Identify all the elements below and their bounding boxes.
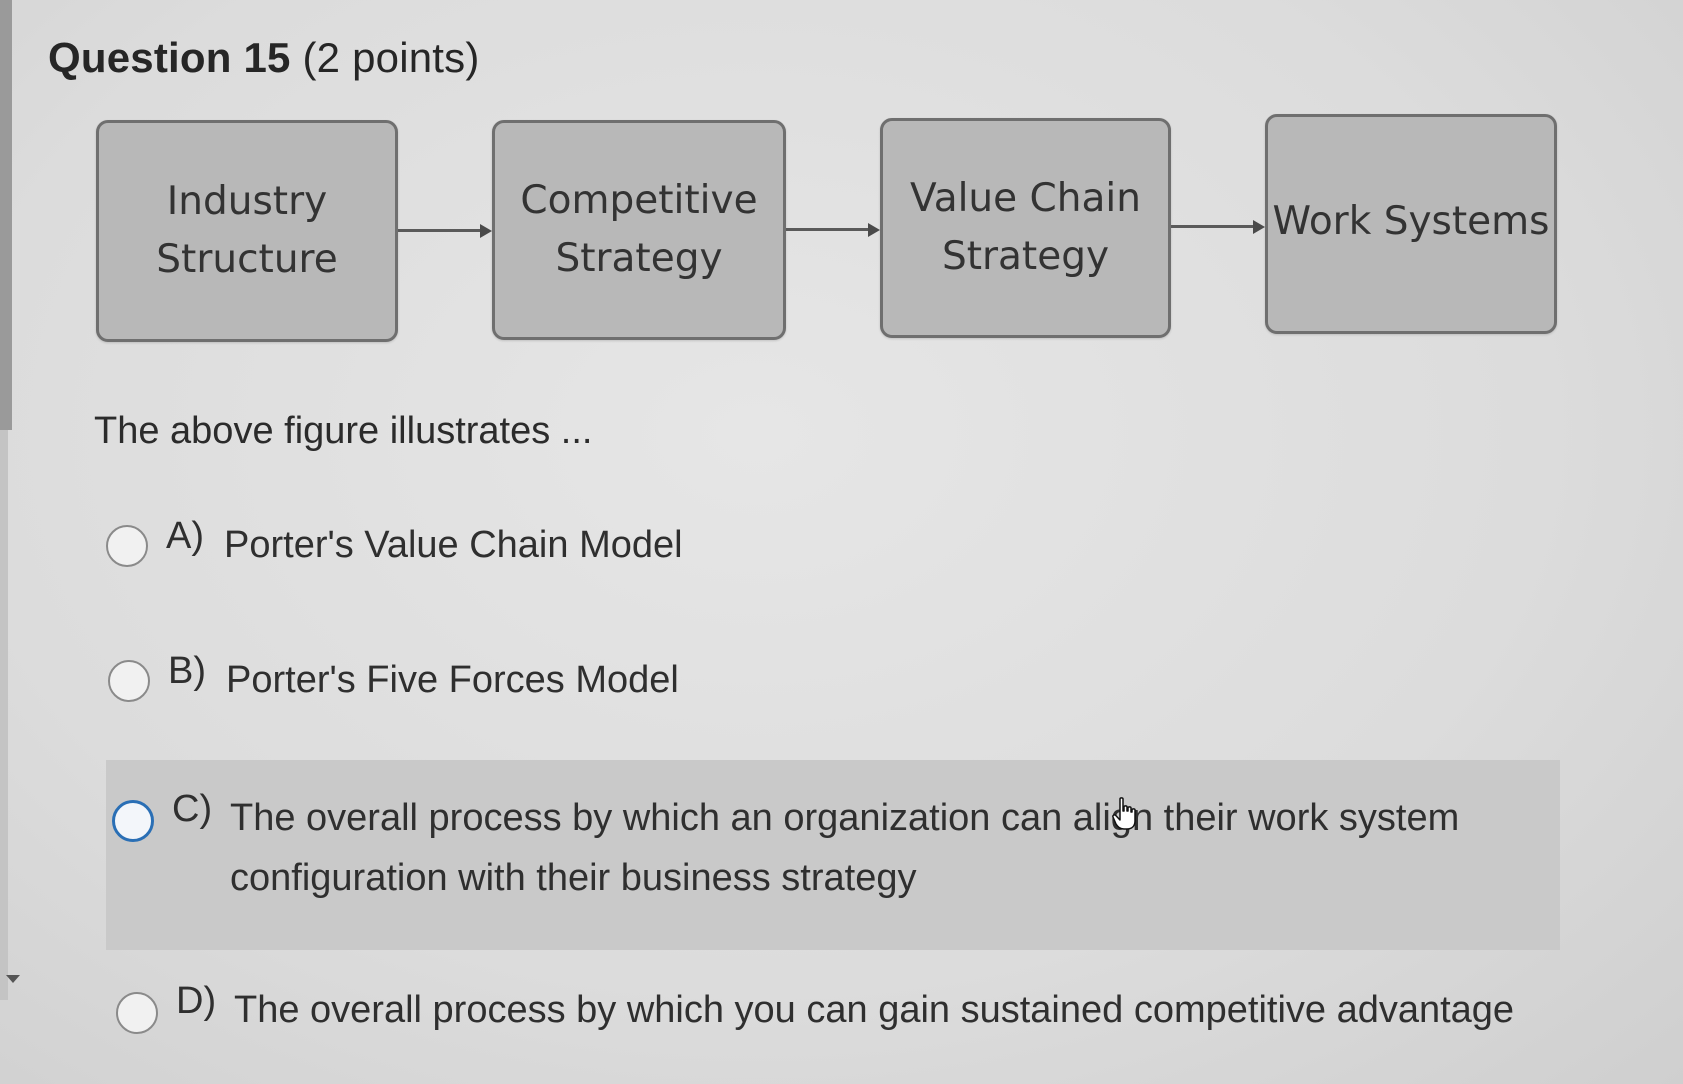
- scroll-down-arrow-icon[interactable]: [6, 975, 20, 983]
- hand-pointer-icon: [1112, 797, 1136, 830]
- diagram-connector: [786, 228, 870, 231]
- option-letter: D): [176, 980, 217, 1022]
- option-letter: A): [166, 515, 204, 557]
- radio-button-c[interactable]: [112, 800, 154, 842]
- left-border: [0, 0, 12, 430]
- answer-option-a[interactable]: A) Porter's Value Chain Model: [106, 515, 683, 575]
- option-text[interactable]: The overall process by which an organiza…: [230, 797, 1460, 899]
- diagram-connector: [398, 229, 482, 232]
- radio-button-a[interactable]: [106, 525, 148, 567]
- diagram-node-value-chain-strategy: Value Chain Strategy: [880, 118, 1171, 338]
- node-label-line: Industry: [166, 179, 328, 224]
- question-prompt: The above figure illustrates ...: [94, 410, 593, 452]
- arrow-head-icon: [480, 224, 492, 238]
- arrow-head-icon: [868, 223, 880, 237]
- question-points: (2 points): [302, 34, 480, 81]
- diagram-connector: [1171, 225, 1255, 228]
- answer-option-d[interactable]: D) The overall process by which you can …: [116, 980, 1514, 1040]
- scrollbar-track[interactable]: [0, 430, 8, 1000]
- option-text[interactable]: Porter's Five Forces Model: [226, 659, 679, 701]
- option-letter: B): [168, 650, 206, 692]
- diagram-node-industry-structure: Industry Structure: [96, 120, 398, 342]
- option-text[interactable]: The overall process by which you can gai…: [234, 989, 1515, 1031]
- node-label-line: Competitive: [520, 178, 758, 223]
- diagram-node-competitive-strategy: Competitive Strategy: [492, 120, 786, 340]
- option-letter: C): [172, 788, 213, 830]
- question-number: Question 15: [48, 34, 291, 81]
- diagram-node-work-systems: Work Systems: [1265, 114, 1557, 334]
- question-title: Question 15 (2 points): [48, 34, 480, 82]
- radio-button-b[interactable]: [108, 660, 150, 702]
- arrow-head-icon: [1253, 220, 1265, 234]
- node-label-line: Strategy: [941, 234, 1110, 279]
- node-label-line: Structure: [156, 237, 338, 282]
- flow-diagram: Industry Structure Competitive Strategy …: [0, 0, 1683, 360]
- node-label-line: Work Systems: [1272, 199, 1550, 244]
- option-text[interactable]: Porter's Value Chain Model: [224, 524, 683, 566]
- radio-button-d[interactable]: [116, 992, 158, 1034]
- answer-option-c[interactable]: C) The overall process by which an organ…: [112, 788, 1552, 908]
- node-label-line: Strategy: [555, 236, 723, 281]
- answer-option-b[interactable]: B) Porter's Five Forces Model: [108, 650, 679, 710]
- node-label-line: Value Chain: [910, 176, 1141, 221]
- hovered-option-highlight: [106, 760, 1560, 950]
